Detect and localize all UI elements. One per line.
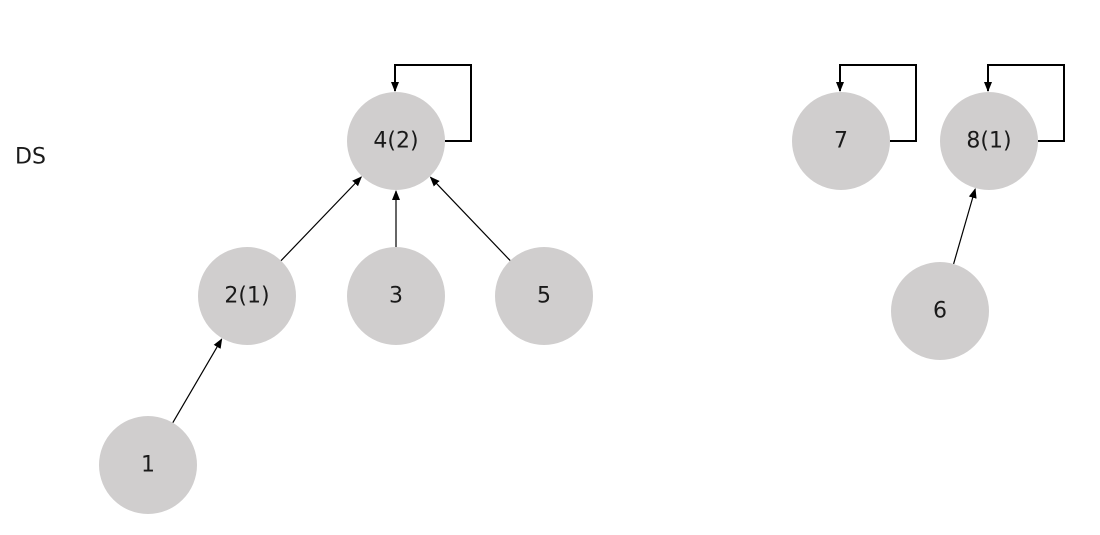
node-label: 1	[141, 453, 155, 478]
node-2: 2(1)	[198, 247, 296, 345]
node-5: 5	[495, 247, 593, 345]
node-circle	[99, 416, 197, 514]
nodes-layer: 4(2) 2(1) 3 5 1 7 8(1) 6	[99, 92, 1038, 514]
node-6: 6	[891, 262, 989, 360]
node-label: 2(1)	[224, 284, 269, 309]
self-loop-8	[984, 64, 1065, 142]
node-circle	[347, 92, 445, 190]
node-circle	[495, 247, 593, 345]
edge-1-to-2	[172, 338, 223, 424]
node-8: 8(1)	[940, 92, 1038, 190]
node-label: 7	[834, 129, 848, 154]
edge-5-to-4	[429, 176, 511, 262]
node-label: 3	[389, 284, 403, 309]
node-label: 4(2)	[373, 129, 418, 154]
node-circle	[940, 92, 1038, 190]
node-1: 1	[99, 416, 197, 514]
node-circle	[792, 92, 890, 190]
node-7: 7	[792, 92, 890, 190]
edge-6-to-8	[953, 188, 977, 265]
node-3: 3	[347, 247, 445, 345]
ds-label: DS	[15, 145, 46, 170]
self-loop-7	[836, 64, 917, 142]
edges-layer	[172, 176, 977, 424]
node-label: 5	[537, 284, 551, 309]
node-circle	[347, 247, 445, 345]
node-label: 6	[933, 299, 947, 324]
node-circle	[198, 247, 296, 345]
node-label: 8(1)	[966, 129, 1011, 154]
node-4: 4(2)	[347, 92, 445, 190]
node-circle	[891, 262, 989, 360]
self-loops-layer	[391, 64, 1065, 142]
edge-2-to-4	[280, 176, 362, 262]
self-loop-4	[391, 64, 472, 142]
